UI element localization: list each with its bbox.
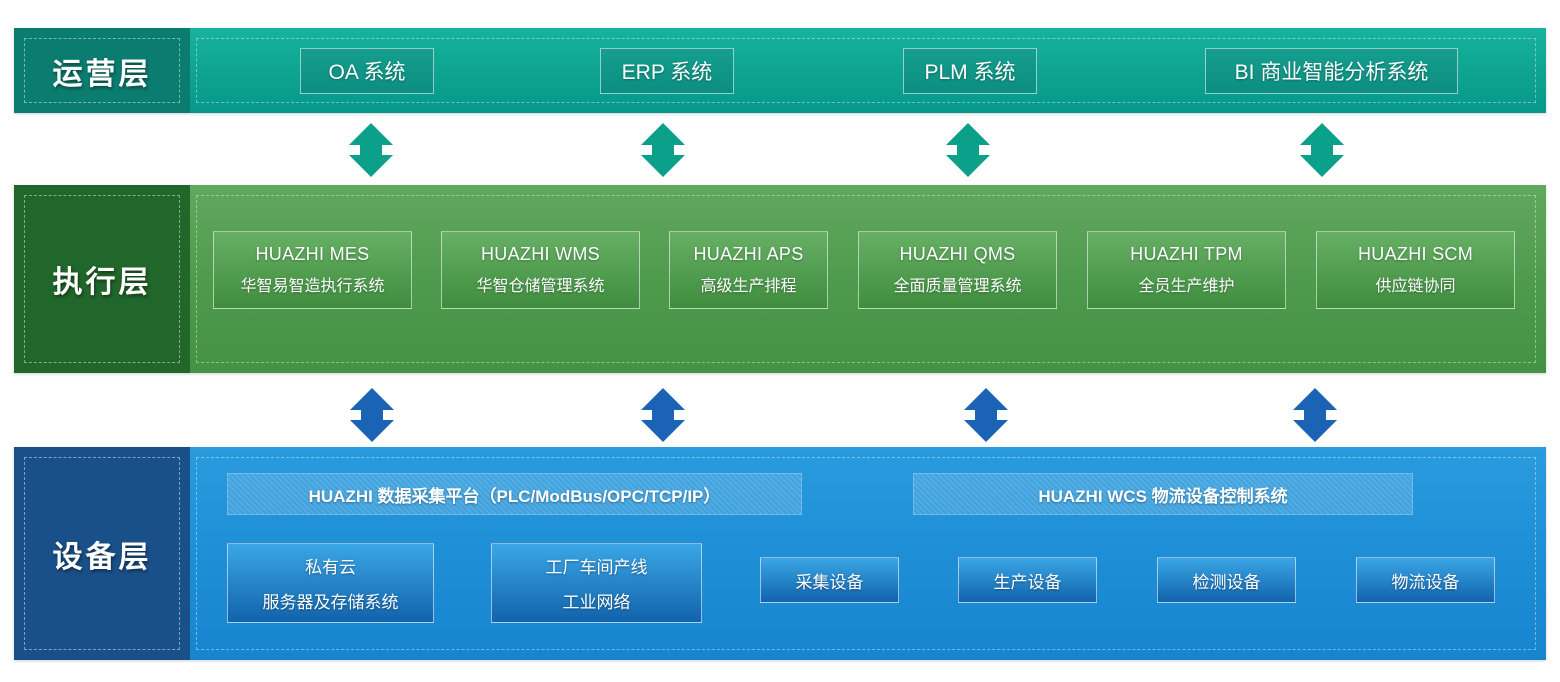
operation-layer-title: 运营层 — [52, 57, 152, 91]
execution-label-dashed-frame — [24, 195, 180, 363]
data-collection-platform-label: HUAZHI 数据采集平台（PLC/ModBus/OPC/TCP/IP） — [308, 486, 721, 506]
private-cloud-line2: 服务器及存储系统 — [262, 593, 399, 612]
huazhi-qms-code: HUAZHI QMS — [899, 244, 1016, 264]
huazhi-wms-code: HUAZHI WMS — [481, 244, 600, 264]
device-layer: 设备层 HUAZHI 数据采集平台（PLC/ModBus/OPC/TCP/IP）… — [14, 447, 1546, 660]
oa-system[interactable]: OA 系统 — [300, 48, 434, 94]
execution-device-arrow-2 — [641, 388, 685, 442]
huazhi-wms[interactable]: HUAZHI WMS 华智仓储管理系统 — [441, 231, 640, 309]
plm-system-label: PLM 系统 — [924, 61, 1016, 84]
bi-system-label: BI 商业智能分析系统 — [1234, 61, 1429, 84]
huazhi-aps-name: 高级生产排程 — [700, 278, 797, 295]
factory-workshop-line[interactable]: 工厂车间产线工业网络 — [491, 543, 702, 623]
huazhi-tpm-name: 全员生产维护 — [1138, 278, 1235, 295]
production-equipment-line1: 生产设备 — [993, 572, 1062, 592]
private-cloud[interactable]: 私有云服务器及存储系统 — [227, 543, 434, 623]
operation-execution-arrow-1 — [349, 123, 393, 177]
device-layer-label: 设备层 — [14, 447, 190, 660]
execution-device-arrow-4 — [1293, 388, 1337, 442]
wcs-logistics-control[interactable]: HUAZHI WCS 物流设备控制系统 — [913, 473, 1413, 515]
operation-layer-label: 运营层 — [14, 28, 190, 113]
wcs-logistics-control-label: HUAZHI WCS 物流设备控制系统 — [1038, 486, 1288, 506]
logistics-equipment[interactable]: 物流设备 — [1356, 557, 1495, 603]
device-content: HUAZHI 数据采集平台（PLC/ModBus/OPC/TCP/IP） HUAZ… — [190, 447, 1546, 660]
huazhi-aps[interactable]: HUAZHI APS 高级生产排程 — [669, 231, 828, 309]
logistics-equipment-line1: 物流设备 — [1391, 572, 1460, 592]
operation-label-dashed-frame — [24, 38, 180, 103]
erp-system[interactable]: ERP 系统 — [600, 48, 734, 94]
oa-system-label: OA 系统 — [328, 61, 406, 84]
huazhi-tpm[interactable]: HUAZHI TPM 全员生产维护 — [1087, 231, 1286, 309]
operation-layer-body: OA 系统 ERP 系统 PLM 系统 BI 商业智能分析系统 — [190, 28, 1546, 113]
factory-workshop-line-line1: 工厂车间产线 — [545, 558, 648, 577]
inspection-equipment-line1: 检测设备 — [1192, 572, 1261, 592]
execution-layer: 执行层 HUAZHI MES 华智易智造执行系统 HUAZHI WMS 华智仓储管理系… — [14, 185, 1546, 373]
operation-execution-arrow-2 — [641, 123, 685, 177]
operation-execution-arrow-3 — [946, 123, 990, 177]
huazhi-mes-name: 华智易智造执行系统 — [240, 278, 385, 295]
execution-layer-label: 执行层 — [14, 185, 190, 373]
huazhi-mes[interactable]: HUAZHI MES 华智易智造执行系统 — [213, 231, 412, 309]
huazhi-scm-code: HUAZHI SCM — [1358, 244, 1473, 264]
operation-execution-arrow-4 — [1300, 123, 1344, 177]
factory-workshop-line-line2: 工业网络 — [562, 593, 631, 612]
private-cloud-line1: 私有云 — [305, 558, 356, 577]
erp-system-label: ERP 系统 — [621, 61, 713, 84]
production-equipment[interactable]: 生产设备 — [958, 557, 1097, 603]
huazhi-scm[interactable]: HUAZHI SCM 供应链协同 — [1316, 231, 1515, 309]
collection-equipment[interactable]: 采集设备 — [760, 557, 899, 603]
execution-device-arrow-1 — [350, 388, 394, 442]
inspection-equipment[interactable]: 检测设备 — [1157, 557, 1296, 603]
operation-layer: 运营层 OA 系统 ERP 系统 PLM 系统 BI 商业智能分析系统 — [14, 28, 1546, 113]
data-collection-platform[interactable]: HUAZHI 数据采集平台（PLC/ModBus/OPC/TCP/IP） — [227, 473, 802, 515]
huazhi-aps-code: HUAZHI APS — [693, 244, 804, 264]
huazhi-wms-name: 华智仓储管理系统 — [476, 278, 605, 295]
execution-layer-title: 执行层 — [52, 266, 152, 299]
plm-system[interactable]: PLM 系统 — [903, 48, 1037, 94]
huazhi-qms[interactable]: HUAZHI QMS 全面质量管理系统 — [858, 231, 1057, 309]
huazhi-mes-code: HUAZHI MES — [255, 244, 370, 264]
bi-system[interactable]: BI 商业智能分析系统 — [1205, 48, 1458, 94]
operation-system-list: OA 系统 ERP 系统 PLM 系统 BI 商业智能分析系统 — [190, 28, 1546, 113]
device-label-dashed-frame — [24, 457, 180, 650]
device-layer-body: HUAZHI 数据采集平台（PLC/ModBus/OPC/TCP/IP） HUAZ… — [190, 447, 1546, 660]
device-layer-title: 设备层 — [52, 540, 152, 574]
execution-device-arrow-3 — [964, 388, 1008, 442]
huazhi-tpm-code: HUAZHI TPM — [1130, 244, 1243, 264]
collection-equipment-line1: 采集设备 — [795, 572, 864, 592]
huazhi-scm-name: 供应链协同 — [1375, 278, 1456, 295]
huazhi-qms-name: 全面质量管理系统 — [893, 278, 1022, 295]
